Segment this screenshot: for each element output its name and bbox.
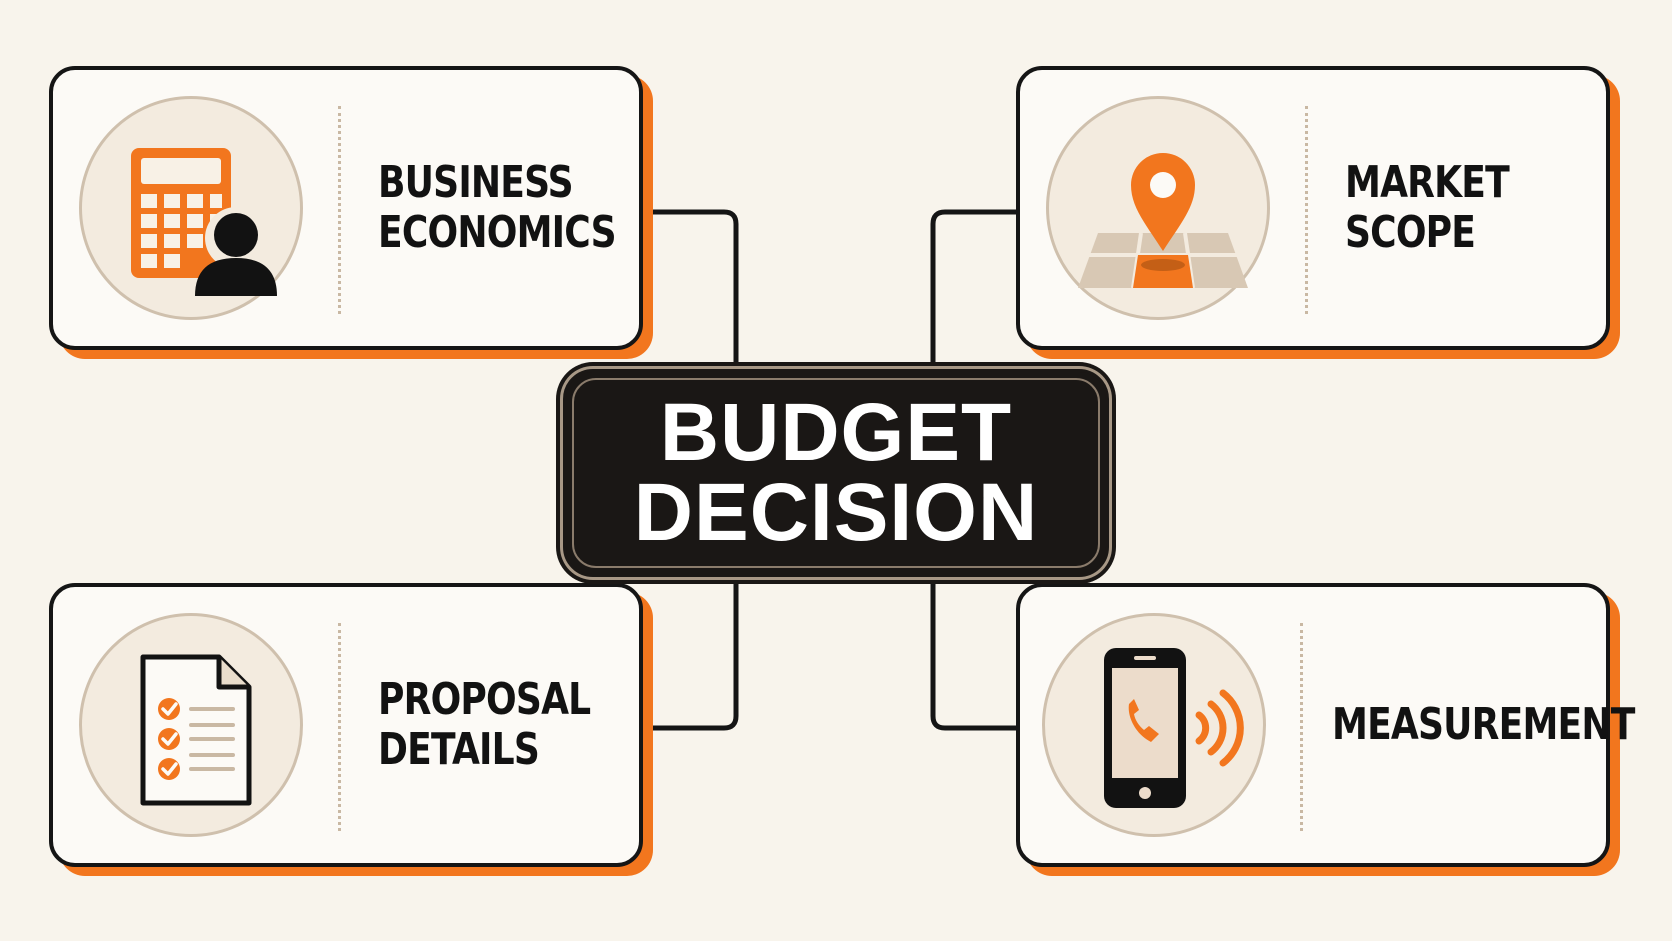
dotted-divider	[338, 623, 341, 831]
card-label: MEASUREMENT	[1332, 587, 1635, 863]
center-inner-border	[572, 378, 1100, 568]
dotted-divider	[1305, 106, 1308, 314]
phone-call-icon	[1104, 648, 1244, 808]
card-label: PROPOSAL DETAILS	[378, 587, 591, 863]
card-title-line1: MARKET	[1345, 157, 1510, 208]
map-pin-icon	[1078, 153, 1248, 289]
icon-circle	[1042, 613, 1266, 837]
card-label: MARKET SCOPE	[1345, 70, 1549, 346]
card-title-line1: BUSINESS	[378, 157, 574, 208]
icon-circle	[1046, 96, 1270, 320]
card-market-scope: MARKET SCOPE	[1016, 66, 1610, 350]
center-title: BUDGET DECISION	[566, 372, 1106, 574]
dotted-divider	[338, 106, 341, 314]
card-measurement: MEASUREMENT	[1016, 583, 1635, 867]
icon-circle	[79, 613, 303, 837]
icon-circle	[79, 96, 303, 320]
center-title-line1: BUDGET	[659, 387, 1013, 478]
card-title-line2: DETAILS	[378, 724, 540, 775]
connector-bottom-left	[640, 574, 739, 731]
card-business-economics: BUSINESS ECONOMICS	[49, 66, 643, 350]
calculator-person-icon	[131, 148, 277, 296]
dotted-divider	[1300, 623, 1303, 831]
card-title-line1: PROPOSAL	[378, 674, 591, 725]
center-node-budget-decision: BUDGET DECISION	[563, 369, 1109, 577]
card-proposal-details: PROPOSAL DETAILS	[49, 583, 643, 867]
card-title: MEASUREMENT	[1332, 699, 1635, 750]
connector-top-left	[640, 209, 739, 372]
card-title-line2: SCOPE	[1345, 207, 1476, 258]
connector-bottom-right	[930, 574, 1019, 731]
checklist-document-icon	[140, 654, 252, 806]
card-title-line2: ECONOMICS	[378, 207, 617, 258]
center-title-line2: DECISION	[633, 467, 1039, 558]
card-label: BUSINESS ECONOMICS	[378, 70, 617, 346]
connector-top-right	[930, 209, 1019, 372]
